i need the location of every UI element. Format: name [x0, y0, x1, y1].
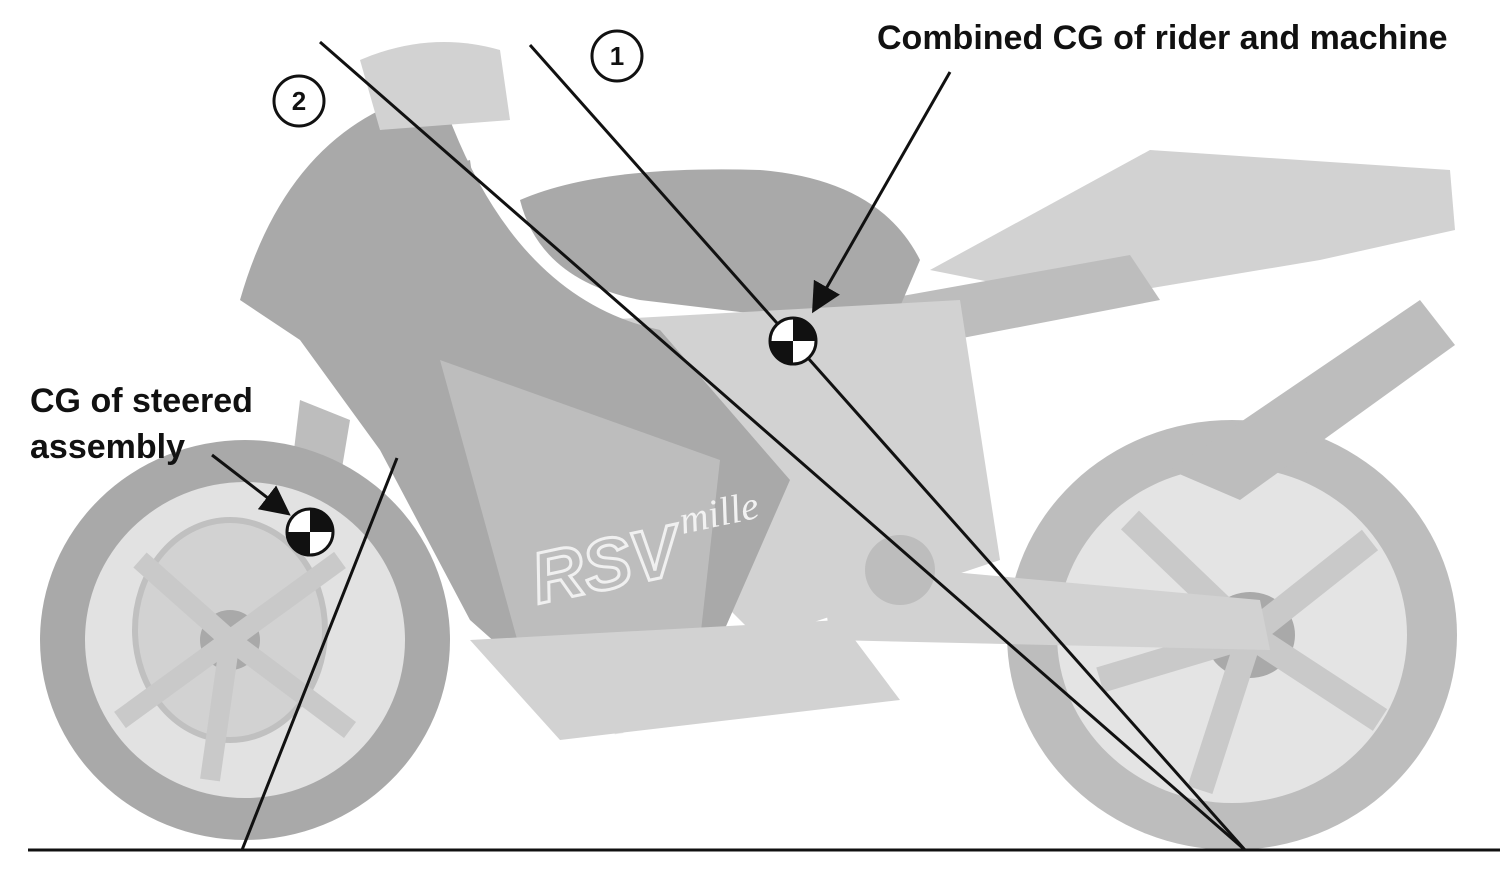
motorcycle-photo: RSV mille apr [40, 42, 1457, 850]
front-wheel [40, 440, 450, 840]
leader-arrows [211, 71, 952, 516]
marker-2: 2 [272, 74, 326, 128]
belly-pan [470, 620, 900, 740]
steering-axis-line [240, 457, 399, 851]
line-2 [319, 40, 1246, 852]
line-1 [528, 44, 1247, 851]
handlebar-clamp [400, 160, 480, 250]
combined-cg-arrow [812, 71, 952, 314]
steered-cg-label-line2: assembly [30, 428, 185, 466]
combined-cg-icon [768, 316, 818, 366]
marker-1: 1 [590, 29, 644, 83]
marker-1-number: 1 [610, 41, 624, 71]
tail-section [880, 150, 1455, 350]
steered-cg-label-line1: CG of steered [30, 382, 253, 420]
overlay-lines [28, 40, 1500, 852]
combined-cg-label: Combined CG of rider and machine [877, 19, 1448, 57]
steered-cg-arrow [211, 453, 291, 516]
steered-assembly-cg-icon [285, 507, 335, 557]
marker-2-number: 2 [292, 86, 306, 116]
